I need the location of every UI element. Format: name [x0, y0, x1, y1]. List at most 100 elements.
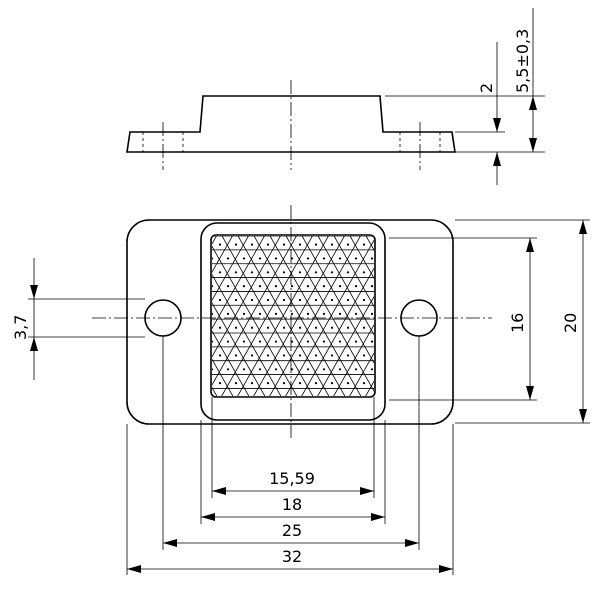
reflector-pattern-dot [234, 326, 238, 329]
dimension-label-2: 2 [477, 83, 496, 93]
reflector-pattern-dot [282, 243, 286, 246]
reflector-pattern-dot [275, 395, 277, 396]
reflector-pattern-dot [330, 298, 334, 302]
reflector-pattern-dot [395, 299, 397, 301]
reflector-pattern-dot [330, 382, 334, 385]
reflector-pattern-dot [322, 285, 326, 288]
reflector-pattern-line [212, 330, 250, 396]
reflector-pattern-dot [234, 271, 238, 274]
reflector-pattern-dot [330, 271, 334, 274]
reflector-inner-frame [210, 234, 376, 398]
reflector-pattern-dot [362, 354, 366, 357]
reflector-pattern-line [107, 231, 203, 401]
reflector-pattern-dot [379, 354, 381, 356]
reflector-pattern-dot [203, 243, 205, 245]
reflector-pattern-dot [203, 271, 205, 273]
reflector-pattern-dot [395, 327, 397, 329]
reflector-pattern-dot [203, 382, 205, 384]
reflector-pattern-dot [338, 257, 342, 260]
reflector-pattern-line [349, 352, 374, 396]
reflector-pattern-dot [234, 382, 238, 385]
reflector-pattern-dot [379, 327, 381, 329]
reflector-pattern-dot [355, 395, 357, 396]
reflector-pattern-line [395, 231, 491, 401]
reflector-pattern-dot [282, 298, 286, 302]
reflector-pattern-dot [346, 382, 350, 385]
reflector-pattern-dot [346, 243, 350, 246]
reflector-pattern-line [365, 380, 374, 396]
reflector-pattern-dot [290, 312, 294, 315]
reflector-pattern-dot [226, 285, 230, 288]
reflector-pattern-dot [212, 312, 214, 315]
reflector-pattern-dot [266, 271, 270, 274]
reflector-pattern-dot [274, 285, 278, 288]
reflector-pattern-line [365, 236, 374, 251]
reflector-pattern-line [379, 231, 475, 401]
reflector-pattern-dot [250, 326, 254, 329]
dimension-label-20: 20 [561, 313, 580, 333]
dimension-hole-offset: 3,7 [11, 258, 145, 380]
dimension-label-15-59: 15,59 [269, 469, 315, 488]
reflector-pattern-line [43, 231, 139, 401]
reflector-pattern-dot [290, 257, 294, 260]
reflector-pattern-dot [387, 340, 389, 342]
side-view-outline [126, 95, 456, 153]
reflector-pattern-dot [234, 243, 238, 246]
reflector-pattern-dot [250, 298, 254, 302]
reflector-pattern-dot [259, 395, 261, 396]
reflector-pattern-line [212, 358, 234, 396]
reflector-pattern-line [269, 236, 361, 396]
reflector-pattern-dot [250, 271, 254, 274]
reflector-pattern-line [285, 239, 374, 396]
reflector-pattern-dot [354, 257, 358, 260]
reflector-pattern-dot [346, 271, 350, 274]
reflector-pattern-dot [371, 395, 373, 396]
reflector-pattern-line [59, 231, 155, 401]
reflector-pattern-dot [218, 271, 222, 274]
front-view [43, 205, 507, 438]
reflector-pattern-dot [306, 340, 310, 343]
reflector-pattern-dot [362, 326, 366, 329]
reflector-pattern-dot [242, 340, 246, 343]
reflector-pattern-dot [387, 396, 389, 398]
reflector-pattern-line [107, 231, 203, 401]
reflector-pattern-dot [274, 312, 278, 315]
reflector-pattern-dot [370, 285, 374, 288]
reflector-pattern-dot [226, 257, 230, 260]
reflector-pattern-dot [250, 354, 254, 357]
reflector-pattern-dot [298, 298, 302, 302]
reflector-pattern-dot [330, 243, 334, 246]
reflector-pattern-line [75, 231, 171, 401]
reflector-pattern-line [43, 231, 139, 401]
dimension-label-25: 25 [282, 521, 302, 540]
reflector-pattern-dot [387, 368, 389, 370]
reflector-pattern-line [253, 236, 345, 396]
reflector-pattern-dot [242, 257, 246, 260]
reflector-pattern-dot [258, 368, 262, 371]
reflector-pattern-line [301, 267, 374, 396]
reflector-pattern-dot [330, 326, 334, 329]
reflector-pattern-dot [307, 395, 309, 396]
reflector-pattern-dot [203, 299, 205, 301]
reflector-pattern-dot [218, 326, 222, 329]
reflector-pattern-dot [282, 271, 286, 274]
reflector-pattern-dot [354, 368, 358, 371]
reflector-pattern-dot [379, 299, 381, 301]
reflector-pattern-dot [306, 257, 310, 260]
reflector-pattern-dot [298, 382, 302, 385]
reflector-pattern-dot [266, 382, 270, 385]
dimension-widths-bottom: 15,59 18 25 32 [126, 336, 454, 575]
reflector-pattern-line [411, 231, 507, 401]
reflector-pattern-dot [212, 340, 214, 343]
reflector-pattern-line [212, 386, 218, 396]
reflector-pattern-dot [322, 368, 326, 371]
reflector-pattern-line [379, 231, 475, 401]
reflector-pattern-dot [322, 312, 326, 315]
reflector-pattern-dot [362, 243, 366, 246]
reflector-pattern-line [212, 236, 249, 302]
reflector-pattern-line [237, 236, 329, 396]
reflector-pattern-dot [314, 382, 318, 385]
reflector-pattern-dot [226, 312, 230, 315]
reflector-pattern-dot [379, 271, 381, 273]
side-view [126, 80, 456, 170]
